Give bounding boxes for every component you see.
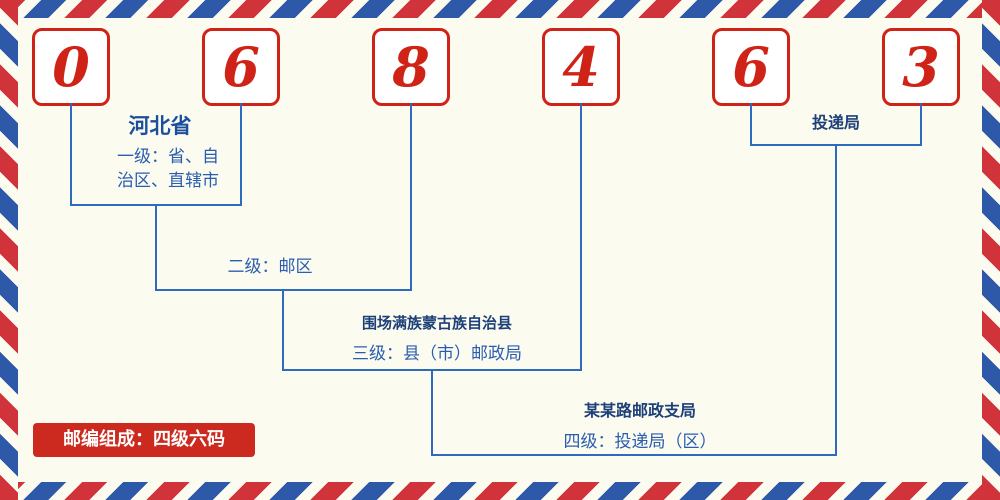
digit-5: 6 bbox=[732, 35, 770, 99]
airmail-border-top bbox=[0, 0, 1000, 18]
digit-box-5: 6 bbox=[712, 28, 790, 106]
connector-line bbox=[410, 103, 412, 291]
connector-line bbox=[240, 103, 242, 206]
digit-3: 8 bbox=[392, 35, 430, 99]
digit-box-6: 3 bbox=[882, 28, 960, 106]
digit-2: 6 bbox=[222, 35, 260, 99]
connector-line bbox=[580, 103, 582, 371]
connector-line bbox=[431, 370, 433, 456]
digit-6: 3 bbox=[902, 35, 940, 99]
connector-line bbox=[920, 103, 922, 146]
connector-line bbox=[155, 205, 157, 291]
delivery-office-label: 投递局 bbox=[811, 113, 860, 132]
digit-box-1: 0 bbox=[32, 28, 110, 106]
level3-label: 三级：县（市）邮政局 bbox=[352, 344, 522, 364]
airmail-border-right bbox=[982, 0, 1000, 500]
digit-1: 0 bbox=[52, 35, 90, 99]
level4-label: 四级：投递局（区） bbox=[563, 432, 717, 452]
province-label: 河北省 bbox=[128, 114, 192, 138]
airmail-border-bottom bbox=[0, 482, 1000, 500]
digit-box-4: 4 bbox=[542, 28, 620, 106]
connector-line bbox=[70, 103, 72, 206]
digit-box-2: 6 bbox=[202, 28, 280, 106]
level1-label-line1: 一级：省、自 bbox=[117, 147, 219, 167]
composition-badge: 邮编组成：四级六码 bbox=[33, 423, 255, 457]
airmail-border-left bbox=[0, 0, 18, 500]
digit-4: 4 bbox=[562, 35, 600, 99]
county-label: 围场满族蒙古族自治县 bbox=[361, 314, 512, 332]
level1-label-line2: 治区、直辖市 bbox=[117, 171, 219, 191]
connector-line bbox=[750, 103, 752, 146]
connector-line bbox=[835, 145, 837, 456]
level2-label: 二级：邮区 bbox=[227, 257, 313, 277]
connector-line bbox=[282, 290, 284, 371]
digit-box-3: 8 bbox=[372, 28, 450, 106]
connector-line bbox=[431, 454, 837, 456]
branch-label: 某某路邮政支局 bbox=[583, 401, 696, 420]
